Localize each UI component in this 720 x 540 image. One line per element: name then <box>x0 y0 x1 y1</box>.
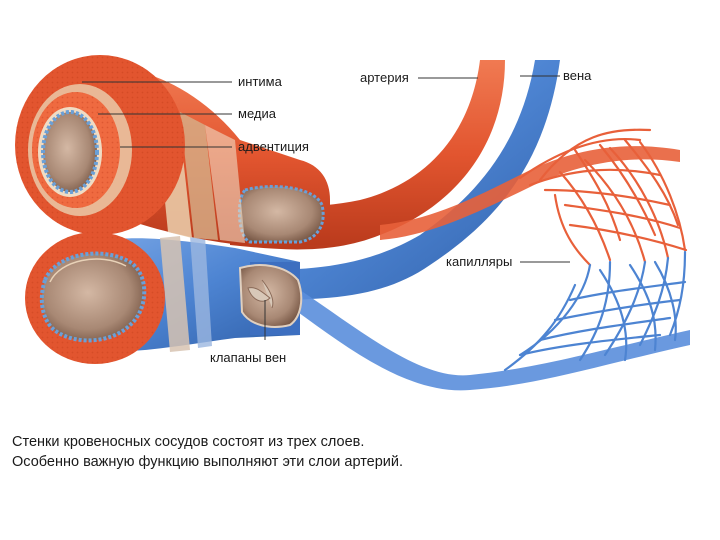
vein-cross-section <box>25 232 165 364</box>
label-media: медиа <box>238 106 276 121</box>
vein-branch <box>295 290 690 391</box>
label-adventitia: адвентиция <box>238 139 309 154</box>
label-artery: артерия <box>360 70 409 85</box>
label-vein: вена <box>563 68 592 83</box>
leader-lines <box>82 75 570 340</box>
caption-line-1: Стенки кровеносных сосудов состоят из тр… <box>12 434 365 450</box>
caption: Стенки кровеносных сосудов состоят из тр… <box>12 432 692 472</box>
artery-cross-section <box>15 55 185 235</box>
valve-icon <box>247 279 274 309</box>
capillary-network <box>503 128 688 372</box>
artery-trunk <box>230 60 505 250</box>
artery-branch <box>380 146 680 240</box>
label-vein-valves: клапаны вен <box>210 350 287 365</box>
label-intima: интима <box>238 74 282 89</box>
caption-line-2: Особенно важную функцию выполняют эти сл… <box>12 454 404 470</box>
label-capillaries: капилляры <box>446 254 513 269</box>
